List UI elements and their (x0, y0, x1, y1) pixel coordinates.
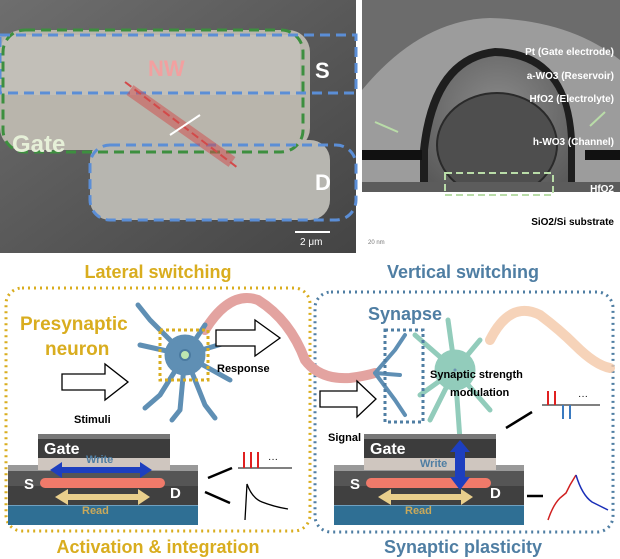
scale-bar-label: 20 nm (368, 240, 385, 246)
postsynaptic-neuron (412, 317, 493, 473)
source-label: S (350, 476, 360, 493)
ellipsis: ··· (268, 454, 278, 465)
layer-label: Pt (Gate electrode) (525, 47, 614, 58)
response-arrow-icon (215, 318, 282, 358)
nanowire (40, 478, 165, 488)
neuron-label: neuron (45, 339, 109, 360)
drain-label: D (170, 485, 181, 502)
signal-label: Signal (328, 432, 361, 444)
read-label: Read (405, 505, 432, 517)
gate-label: Gate (44, 441, 80, 458)
drain-outline (88, 143, 358, 222)
layer-label: HfO2 (590, 184, 614, 195)
arrow-icon (589, 111, 606, 127)
layer-label: h-WO3 (Channel) (533, 137, 614, 148)
read-label: Read (82, 505, 109, 517)
stimuli-label: Stimuli (74, 414, 111, 426)
presynaptic-label: Presynaptic (20, 314, 128, 335)
output-arrow-icon (204, 490, 231, 505)
input-pulses: ··· (238, 452, 292, 469)
depression-curve (575, 474, 609, 511)
input-arrow-icon (505, 410, 533, 430)
write-arrow-icon (50, 462, 152, 478)
vertical-device: Gate Write Read S D (334, 434, 524, 525)
source-outline (0, 33, 358, 95)
gate-label: Gate (12, 131, 65, 158)
input-arrow-icon (207, 466, 233, 480)
response-label: Response (217, 363, 270, 375)
read-arrow-icon (55, 489, 150, 505)
nanowire (366, 478, 491, 488)
nw-label: NW (148, 56, 185, 81)
drain-electrode (90, 140, 330, 220)
layer-label: a-WO3 (Reservoir) (527, 71, 614, 82)
axon-terminal (373, 333, 407, 417)
ellipsis: ··· (578, 391, 588, 402)
write-label: Write (420, 458, 447, 470)
modulation-label: modulation (450, 387, 510, 399)
sem-image: NW S D Gate 2 μm (0, 0, 358, 253)
decay-curve (244, 483, 289, 521)
read-arrow-icon (378, 489, 473, 505)
channel-interface-box (444, 172, 554, 196)
postsynaptic-axon (485, 306, 615, 373)
soma-highlight-box (158, 328, 210, 382)
layer-label: SiO2/Si substrate (531, 217, 614, 228)
lateral-box (4, 286, 312, 533)
modulation-label: Synaptic strength (430, 369, 523, 381)
synapse-highlight-box (383, 328, 425, 424)
lateral-device: Gate Write Read S D (8, 434, 198, 525)
signal-arrow-icon (319, 379, 377, 419)
potentiation-curve (547, 474, 577, 521)
arrow-icon (374, 121, 399, 133)
source-label: S (24, 476, 34, 493)
activation-title: Activation & integration (56, 537, 259, 557)
synapse-label: Synapse (368, 304, 442, 324)
plasticity-title: Synaptic plasticity (384, 537, 542, 557)
vertical-box (313, 290, 615, 534)
scale-bar-label: 2 μm (300, 237, 322, 248)
drain-label: D (315, 170, 331, 195)
gate-outline (1, 28, 305, 154)
bipolar-pulses: ··· (542, 391, 600, 419)
source-label: S (315, 58, 330, 83)
write-label: Write (86, 454, 113, 466)
vertical-switching-title: Vertical switching (387, 262, 539, 282)
gate-label: Gate (370, 441, 406, 458)
stimuli-arrow-icon (61, 362, 130, 402)
write-arrow-icon (450, 440, 470, 490)
tem-image: Pt (Gate electrode) a-WO3 (Reservoir) Hf… (362, 0, 620, 246)
axon (200, 293, 380, 384)
drain-label: D (490, 485, 501, 502)
layer-label: HfO2 (Electrolyte) (530, 94, 614, 105)
lateral-switching-title: Lateral switching (84, 262, 231, 282)
